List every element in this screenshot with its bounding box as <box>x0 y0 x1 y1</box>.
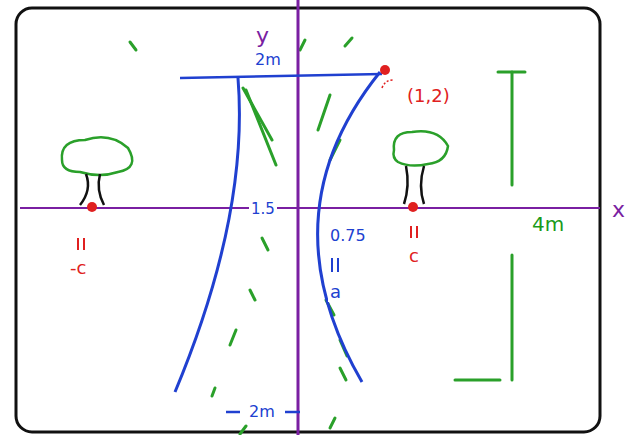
top-width-line <box>180 74 382 78</box>
dimension-label: 2m <box>247 403 277 421</box>
tree <box>394 131 449 212</box>
tower-sketch <box>130 38 525 434</box>
angle-mark <box>382 80 393 88</box>
y-axis <box>297 0 300 435</box>
tree <box>62 137 132 212</box>
hyperbola-branch <box>318 72 380 382</box>
hyperbola-branch <box>175 78 239 392</box>
focus-label: c <box>407 246 421 266</box>
dimension-label: 0.75 <box>328 227 368 245</box>
dimension-label: 2m <box>253 51 283 69</box>
dimension-label: 1.5 <box>249 201 277 218</box>
axis-label: x <box>610 198 627 222</box>
bottom-width-line <box>285 411 300 414</box>
equal-mark <box>78 226 417 250</box>
variable-label: a <box>328 282 343 302</box>
focus-label: -c <box>68 258 88 278</box>
point <box>380 65 390 75</box>
bottom-width-line <box>226 411 240 414</box>
dimension-label: 4m <box>530 213 566 235</box>
board-frame <box>16 8 600 432</box>
axis-label: y <box>254 24 271 48</box>
equal-mark <box>332 258 338 272</box>
point-label: (1,2) <box>405 86 452 106</box>
x-axis <box>20 207 600 209</box>
